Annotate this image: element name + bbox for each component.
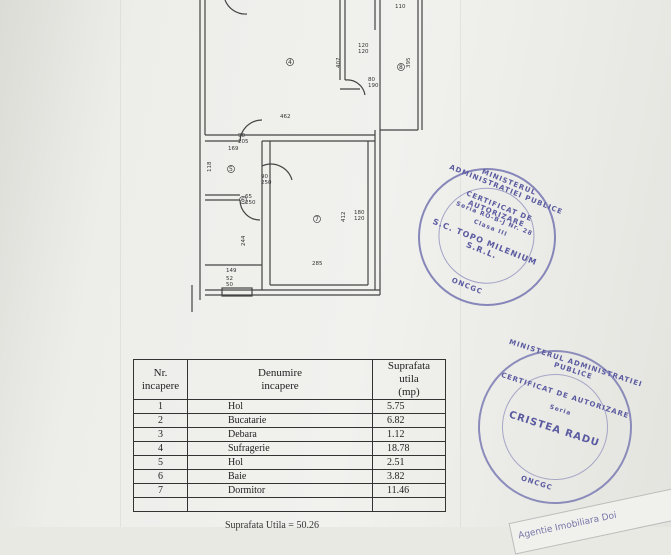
- room-number-8: 8: [399, 64, 403, 71]
- dimension-label: 285: [312, 261, 323, 267]
- room-number-marker: [397, 63, 405, 71]
- cell-area: 18.78: [372, 441, 446, 456]
- cell-nr: 4: [133, 441, 188, 456]
- cell-name: Hol: [187, 399, 373, 414]
- cell-area: 3.82: [372, 469, 446, 484]
- cell-nr: 3: [133, 427, 188, 442]
- dimension-label: 462: [280, 114, 291, 120]
- rooms-table: Nr. incapere Denumire incapere Suprafata…: [133, 359, 446, 512]
- room-number-marker: [227, 165, 235, 173]
- door-arc: [344, 79, 366, 96]
- cell-name: Hol: [187, 455, 373, 470]
- cell-name: Dormitor: [187, 483, 373, 498]
- total-area: Suprafata Utila = 50.26: [225, 520, 319, 531]
- cell-area: 11.46: [372, 483, 446, 498]
- cell-area: 6.82: [372, 413, 446, 428]
- cell-nr: 6: [133, 469, 188, 484]
- cell-nr: 2: [133, 413, 188, 428]
- room-number-marker: [313, 215, 321, 223]
- dimension-label: 244: [241, 235, 247, 246]
- dimension-label: 395: [406, 57, 412, 68]
- cell-name: Bucatarie: [187, 413, 373, 428]
- room-number-4: 4: [288, 59, 292, 66]
- table-row-empty: [133, 497, 446, 512]
- dimension-label: 412: [341, 212, 347, 223]
- room-number-marker: [286, 58, 294, 66]
- dimension-label: 169: [228, 146, 239, 152]
- door-arc: [239, 119, 263, 142]
- dimension-label: 110: [395, 4, 406, 10]
- header-nr: Nr. incapere: [133, 359, 188, 400]
- cell-nr: 7: [133, 483, 188, 498]
- cell-name: Baie: [187, 469, 373, 484]
- paper-fold: [120, 0, 121, 527]
- cell-nr: 1: [133, 399, 188, 414]
- door-arc: [261, 163, 293, 181]
- paper-fold: [460, 0, 461, 527]
- table-header-row: Nr. incapere Denumire incapere Suprafata…: [133, 359, 446, 400]
- door-arc: [239, 199, 261, 221]
- room-number-7: 7: [315, 216, 319, 223]
- balcony-step: [221, 287, 253, 297]
- cell-area: 2.51: [372, 455, 446, 470]
- dimension-label: 149: [226, 268, 237, 274]
- cell-area: 1.12: [372, 427, 446, 442]
- header-name: Denumire incapere: [187, 359, 373, 400]
- room-number-marker: [239, 196, 247, 204]
- cell-name: Debara: [187, 427, 373, 442]
- dimension-label: 118: [207, 161, 213, 172]
- cell-area: 5.75: [372, 399, 446, 414]
- room-number-5: 5: [229, 166, 233, 173]
- header-area: Suprafata utila (mp): [372, 359, 446, 400]
- cell-nr: 5: [133, 455, 188, 470]
- cell-name: Sufragerie: [187, 441, 373, 456]
- dimension-label: 407: [336, 57, 342, 68]
- door-arc: [224, 0, 248, 15]
- room-number-6: 6: [241, 197, 245, 204]
